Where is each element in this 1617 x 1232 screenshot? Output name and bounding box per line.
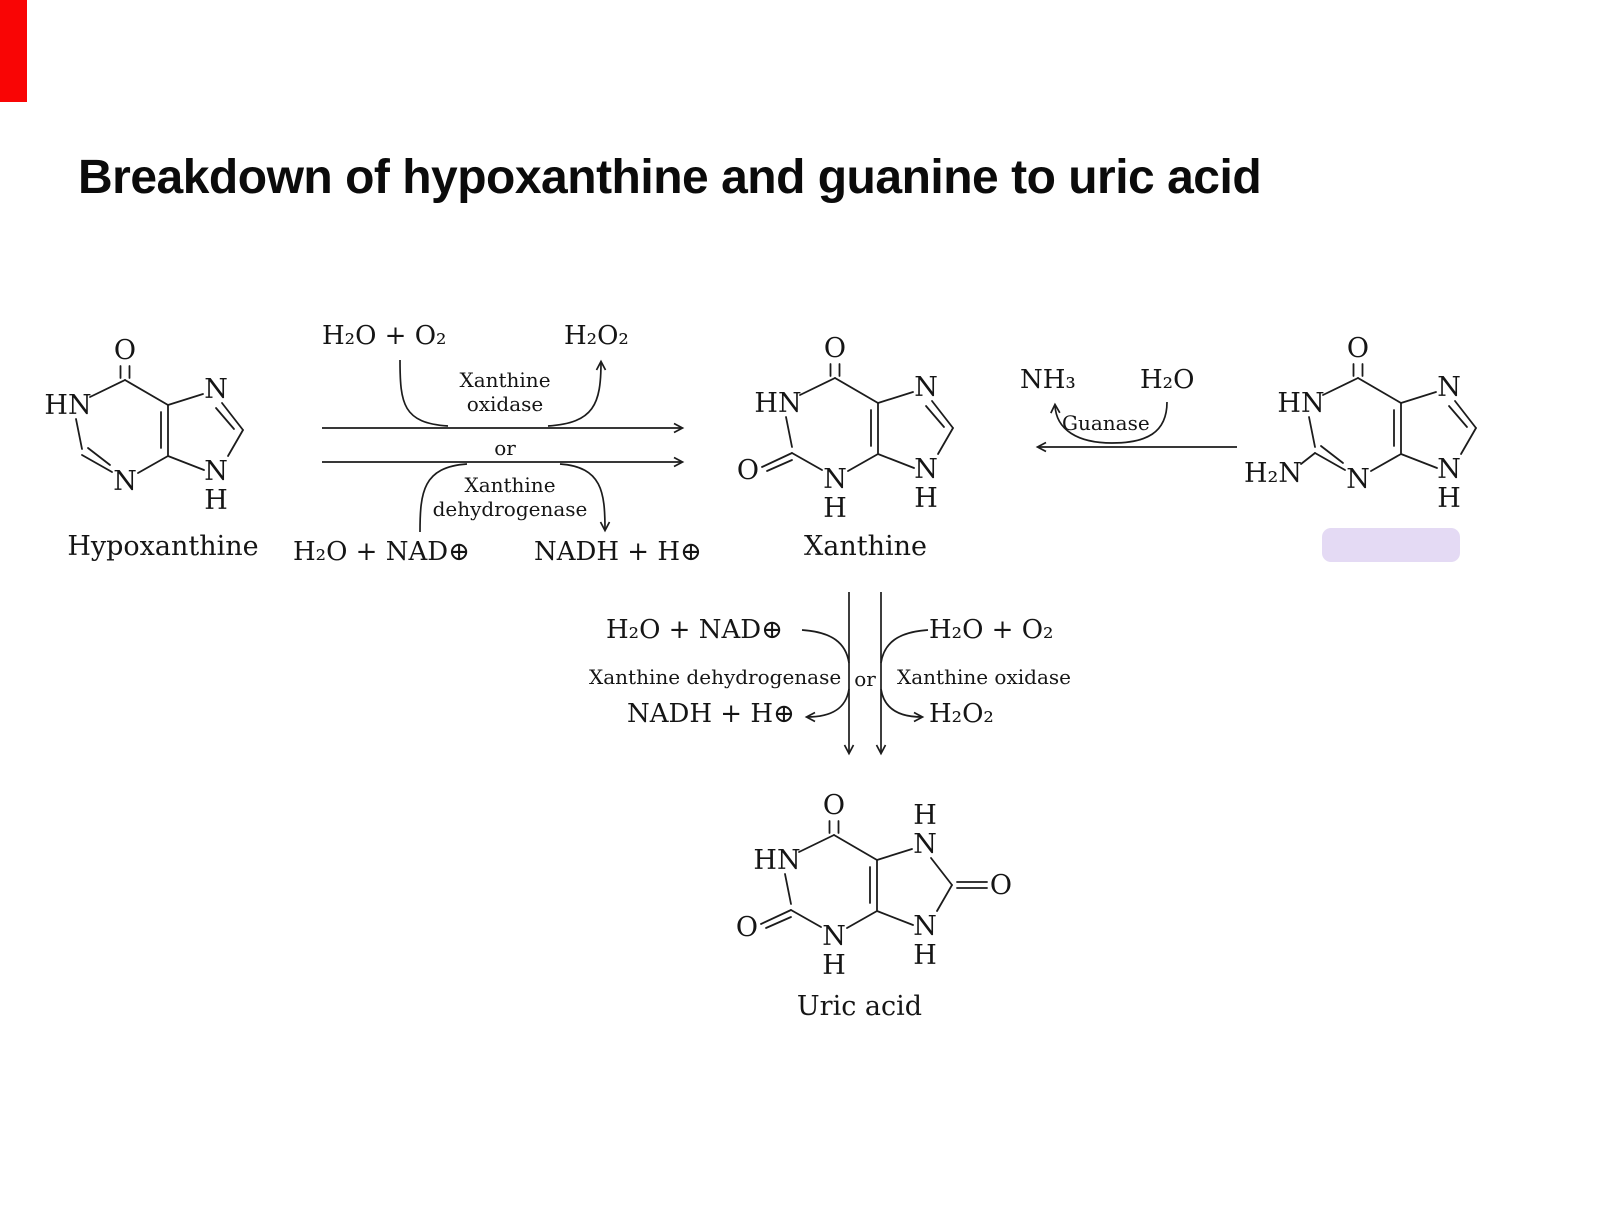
curve-dehydrogenase-substrate-in	[419, 463, 468, 533]
xu-dehydrogenase-enzyme-label: Xanthine dehydrogenase	[589, 665, 842, 689]
xanthine-label: Xanthine	[804, 531, 927, 562]
xanthine-oxidase-enzyme-label: Xanthine oxidase	[445, 368, 565, 416]
xanthine-dehydrogenase-enzyme-label: Xanthine dehydrogenase	[425, 473, 595, 521]
atom-label-n: N	[823, 464, 847, 495]
atom-label-o: O	[990, 870, 1012, 901]
atom-label-h: H	[913, 800, 937, 831]
atom-label-o: O	[823, 790, 845, 821]
atom-label-n: N	[913, 911, 937, 942]
atom-label-h: H	[913, 940, 937, 971]
xu-oxidase-enzyme-label: Xanthine oxidase	[897, 665, 1071, 689]
xu-oxidase-products-text: H₂O₂	[929, 699, 994, 729]
atom-label-n: N	[914, 454, 938, 485]
hypoxanthine-structure: O HN N N N H	[44, 335, 244, 516]
atom-label-h: H	[1437, 483, 1461, 514]
enzyme-line-2: oxidase	[466, 391, 544, 416]
uric-acid-bonds	[760, 820, 988, 929]
atom-label-n: N	[1437, 372, 1461, 403]
atom-label-n: N	[1437, 454, 1461, 485]
uric-acid-label: Uric acid	[796, 991, 923, 1022]
atom-label-n: N	[204, 374, 228, 405]
atom-label-n: N	[913, 829, 937, 860]
curve-dehydrogenase-product-out	[559, 463, 611, 533]
atom-label-hn: HN	[753, 845, 800, 876]
guanase-enzyme-label: Guanase	[1062, 411, 1150, 435]
oxidase-products-text: H₂O₂	[564, 321, 629, 351]
atom-label-hn: HN	[754, 388, 801, 419]
atom-label-n: N	[113, 466, 137, 497]
enzyme-line-1: Xanthine	[459, 368, 551, 392]
guanase-product-text: NH₃	[1020, 365, 1076, 395]
atom-label-hn: HN	[44, 390, 91, 421]
hypoxanthine-bonds	[75, 365, 244, 474]
atom-label-n: N	[822, 921, 846, 952]
atom-label-n: N	[914, 372, 938, 403]
atom-label-h: H	[822, 950, 846, 981]
uric-acid-structure: O HN H N O O N H N H	[736, 790, 1012, 981]
enzyme-line-1: Xanthine	[464, 473, 556, 497]
enzyme-line-2: dehydrogenase	[432, 496, 588, 521]
oxidase-substrates-text: H₂O + O₂	[322, 321, 447, 351]
atom-label-o: O	[736, 912, 758, 943]
guanase-substrate-text: H₂O	[1140, 365, 1195, 395]
atom-label-o: O	[824, 333, 846, 364]
atom-label-h: H	[823, 493, 847, 524]
curve-oxidase-product-out	[547, 359, 607, 427]
curve-xu-oxidase-product-out	[880, 688, 925, 723]
dehydrogenase-substrates-text: H₂O + NAD⊕	[293, 537, 470, 567]
dehydrogenase-products-text: NADH + H⊕	[534, 537, 702, 567]
atom-label-h: H	[914, 483, 938, 514]
xanthine-bonds	[761, 363, 954, 472]
xu-oxidase-substrates-text: H₂O + O₂	[929, 615, 1054, 645]
slide-title: Breakdown of hypoxanthine and guanine to…	[78, 151, 1262, 204]
curve-oxidase-substrate-in	[399, 359, 449, 427]
xu-dehydrogenase-products-text: NADH + H⊕	[627, 699, 795, 729]
curve-xu-oxidase-substrate-in	[880, 629, 929, 664]
atom-label-o: O	[1347, 333, 1369, 364]
or-label: or	[854, 667, 876, 691]
atom-label-hn: HN	[1277, 388, 1324, 419]
guanine-label-highlight-blank	[1322, 528, 1460, 562]
guanine-structure: O HN N H₂N N N H	[1244, 333, 1477, 514]
xu-dehydrogenase-substrates-text: H₂O + NAD⊕	[606, 615, 783, 645]
or-label: or	[494, 436, 516, 460]
guanine-bonds	[1300, 363, 1477, 472]
xanthine-structure: O HN N O N H N H	[737, 333, 954, 524]
atom-label-n: N	[1346, 464, 1370, 495]
atom-label-o: O	[737, 455, 759, 486]
atom-label-n: N	[204, 456, 228, 487]
atom-label-h2n: H₂N	[1244, 458, 1302, 489]
hypoxanthine-label: Hypoxanthine	[67, 531, 259, 562]
left-edge-red-strip	[0, 0, 27, 102]
curve-xu-dehydrogenase-substrate-in	[801, 629, 850, 664]
atom-label-h: H	[204, 485, 228, 516]
curve-xu-dehydrogenase-product-out	[804, 688, 850, 723]
atom-label-o: O	[114, 335, 136, 366]
curve-guanase-cofactors	[1050, 401, 1168, 444]
